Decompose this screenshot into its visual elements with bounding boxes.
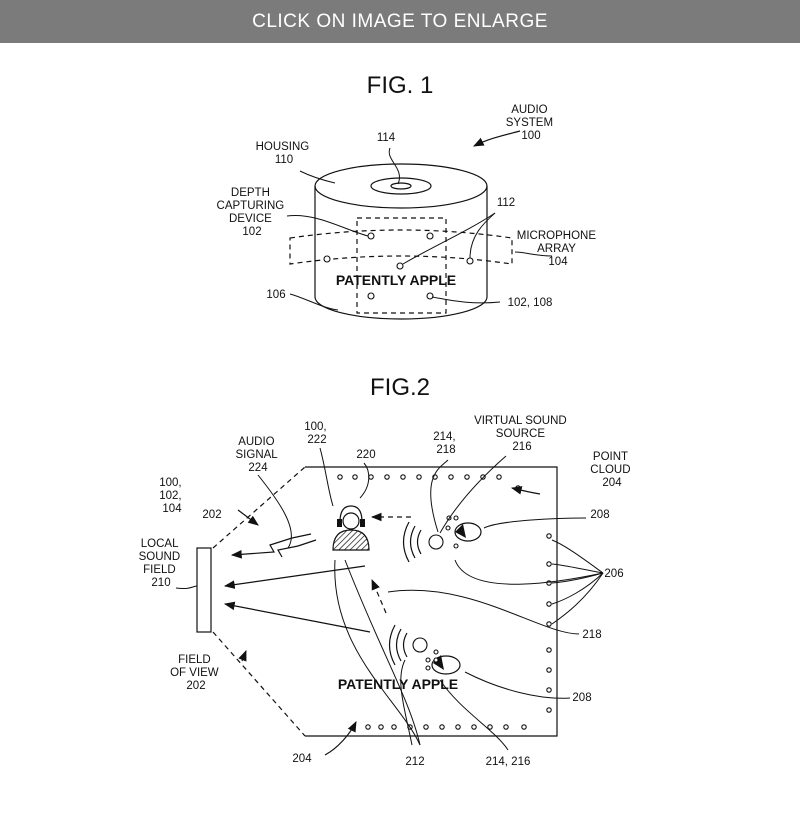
label-field-of-view: FIELD OF VIEW 202 — [170, 654, 222, 692]
label-audio-system: AUDIO SYSTEM 100 — [506, 104, 557, 142]
virtual-source-upper — [402, 515, 482, 563]
fig1-labels: AUDIO SYSTEM 100 HOUSING 110 114 DEPTH C… — [217, 104, 599, 309]
label-device: 100, 102, 104 — [159, 477, 185, 515]
label-112: 112 — [497, 197, 515, 209]
label-102-108: 102, 108 — [508, 297, 553, 309]
label-214-216: 214, 216 — [486, 756, 531, 768]
patent-figure-image[interactable]: FIG. 1 — [0, 43, 800, 828]
cylinder-housing — [314, 163, 488, 320]
label-202-top: 202 — [202, 509, 221, 521]
label-housing: HOUSING 110 — [256, 141, 313, 166]
label-204-bottom: 204 — [292, 753, 312, 765]
label-212: 212 — [405, 756, 424, 768]
virtual-source-lower — [388, 624, 461, 675]
enlarge-banner[interactable]: CLICK ON IMAGE TO ENLARGE — [0, 0, 800, 43]
label-mic-array: MICROPHONE ARRAY 104 — [517, 230, 599, 268]
label-206: 206 — [604, 568, 623, 580]
fig2-leader-lines — [175, 447, 604, 751]
fov-lower-line — [212, 631, 306, 737]
fig1-leader-lines — [286, 130, 553, 311]
label-208-bottom: 208 — [572, 692, 591, 704]
watermark-top: PATENTLY APPLE — [336, 272, 456, 288]
label-208-top: 208 — [590, 509, 609, 521]
label-virtual-sound-source: VIRTUAL SOUND SOURCE 216 — [474, 415, 570, 453]
fig1: FIG. 1 — [217, 72, 599, 320]
local-sound-field-device — [196, 547, 212, 633]
fig1-sensor-dots — [323, 232, 474, 300]
fov-upper-line — [212, 466, 306, 549]
label-106: 106 — [266, 289, 285, 301]
label-218: 218 — [582, 629, 601, 641]
label-point-cloud: POINT CLOUD 204 — [590, 451, 633, 489]
microphone-array-band — [289, 229, 513, 265]
label-114: 114 — [377, 132, 396, 144]
fig2: FIG.2 — [139, 374, 633, 768]
fig1-title: FIG. 1 — [367, 72, 434, 99]
fig2-labels: 100, 102, 104 202 LOCAL SOUND FIELD 210 … — [139, 415, 633, 768]
label-audio-signal: AUDIO SIGNAL 224 — [236, 436, 281, 474]
depth-capture-region — [356, 217, 447, 314]
listener-icon — [332, 505, 370, 551]
watermark-bottom: PATENTLY APPLE — [338, 676, 458, 692]
label-listener-ref: 100, 222 — [304, 421, 330, 446]
fig2-title: FIG.2 — [370, 374, 430, 401]
label-214-218: 214, 218 — [433, 431, 459, 456]
point-cloud-dots — [337, 474, 552, 730]
label-depth-device: DEPTH CAPTURING DEVICE 102 — [217, 187, 288, 238]
room-outline — [305, 466, 558, 737]
fig2-arrows — [223, 486, 541, 756]
label-local-sound-field: LOCAL SOUND FIELD 210 — [139, 538, 184, 589]
label-220: 220 — [356, 449, 375, 461]
